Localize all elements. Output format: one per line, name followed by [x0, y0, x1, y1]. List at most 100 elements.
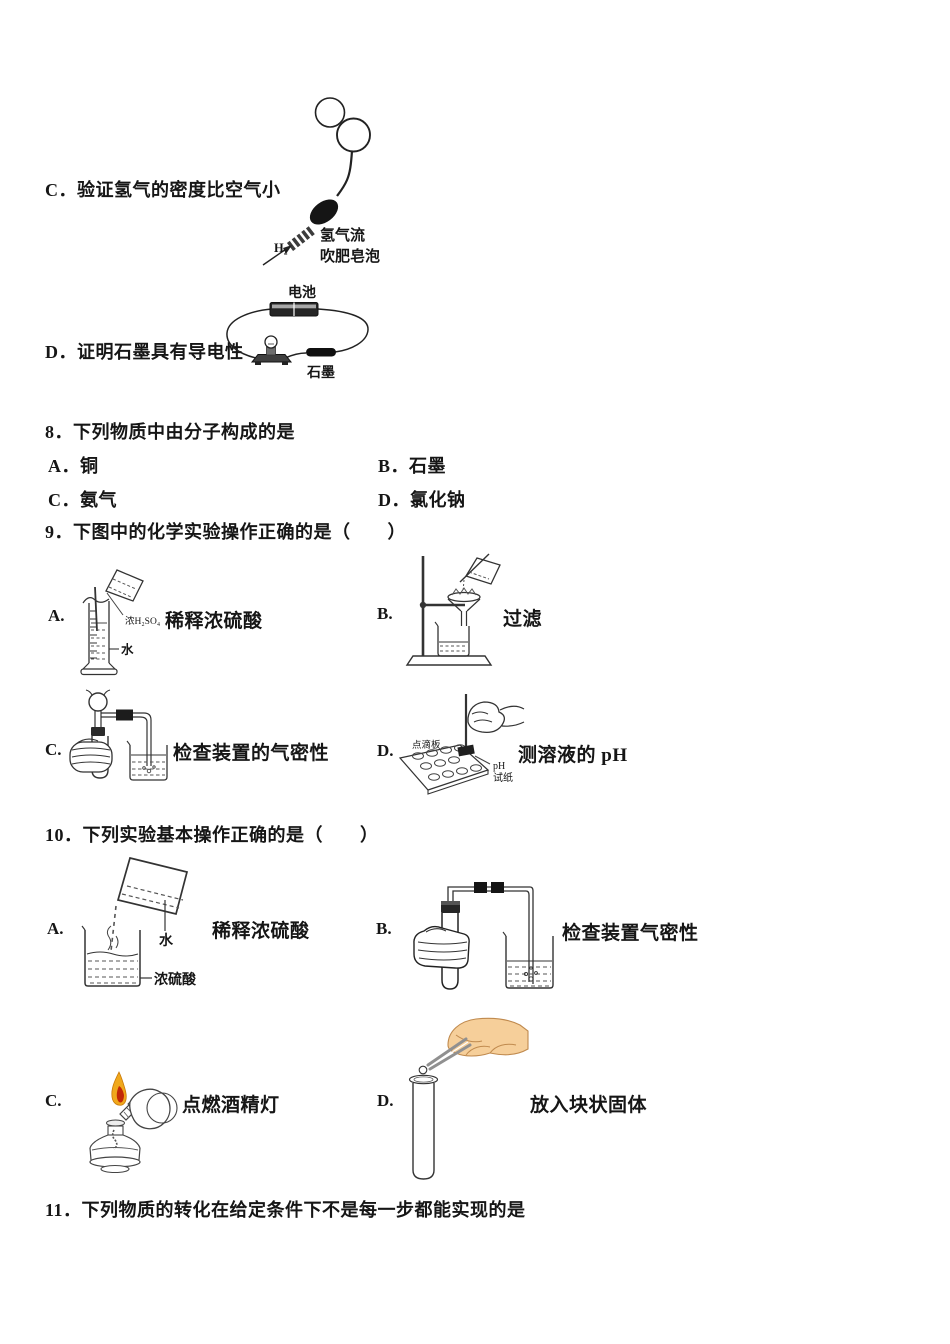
light-bulb: [250, 335, 293, 365]
ph-paper-leader: [474, 755, 491, 765]
bubble-caption-line2: 吹肥皂泡: [320, 247, 380, 265]
q8-option-a-text: 铜: [80, 456, 99, 476]
clasping-hand: [413, 925, 470, 969]
question-9-text: 下图中的化学实验操作正确的是（ ）: [73, 522, 406, 542]
water-beaker: [126, 740, 168, 781]
flask-bulb-and-tube: [85, 689, 152, 766]
stopper: [441, 901, 460, 913]
bubble-caption-line1: 氢气流: [320, 226, 365, 244]
battery-label: 电池: [288, 284, 316, 301]
q8-option-a: A．铜: [48, 452, 99, 478]
q8-option-c-letter: C．: [48, 490, 80, 510]
graphite-label: 石墨: [306, 365, 335, 381]
option-c-line: C．验证氢气的密度比空气小: [45, 176, 281, 202]
q10-option-c-letter: C.: [45, 1091, 62, 1110]
water-label: 水: [159, 932, 174, 949]
q8-option-a-letter: A．: [48, 456, 80, 476]
question-11: 11．下列物质的转化在给定条件下不是每一步都能实现的是: [45, 1196, 526, 1222]
q10c-alcohol-lamp-figure: [89, 1071, 178, 1174]
soap-bubbles: [314, 97, 371, 153]
option-c-letter: C．: [45, 180, 77, 200]
hand-with-tweezers: [426, 1017, 529, 1071]
graphite-circuit-figure: 电池 石墨: [226, 284, 369, 381]
q8-option-b-text: 石墨: [409, 456, 447, 476]
q10-option-a-letter: A.: [47, 919, 64, 938]
spot-plate-label: 点滴板: [412, 739, 441, 751]
question-10: 10．下列实验基本操作正确的是（ ）: [45, 821, 379, 847]
q8-option-c-text: 氨气: [80, 490, 117, 510]
battery: [269, 302, 319, 317]
h2-arrow: [262, 245, 292, 266]
question-10-text: 下列实验基本操作正确的是（ ）: [82, 825, 379, 845]
delivery-tube: [447, 882, 534, 984]
lower-lamp: [89, 1119, 141, 1174]
q8-option-d: D．氯化钠: [378, 486, 466, 512]
receiving-beaker: [434, 621, 470, 657]
pouring-water-beaker: [110, 856, 189, 952]
q10-option-d-caption: 放入块状固体: [530, 1095, 648, 1116]
question-11-number: 11．: [45, 1200, 82, 1220]
concentrated-acid-label: 浓H₂SO₄: [125, 615, 160, 627]
q9-option-b-letter: B.: [377, 604, 393, 623]
option-c-text: 验证氢气的密度比空气小: [77, 180, 281, 200]
h2-gas-label: H₂: [274, 241, 288, 255]
q10-option-a-caption: 稀释浓硫酸: [212, 921, 310, 942]
q10d-add-solid-figure: [408, 1017, 529, 1180]
funnel: [447, 587, 481, 626]
graphite-rod: [306, 348, 336, 357]
pouring-beaker: [459, 553, 501, 593]
question-8-text: 下列物质中由分子构成的是: [73, 422, 295, 442]
q9a-dilution-figure: 浓H₂SO₄ 水: [80, 569, 160, 676]
q9d-ph-test-figure: 点滴板 pH 试纸: [398, 694, 525, 795]
question-10-number: 10．: [45, 825, 83, 845]
acid-beaker: [81, 925, 152, 987]
spot-plate: [398, 744, 490, 795]
q10b-airtightness-figure: [413, 882, 554, 990]
q8-option-c: C．氨气: [48, 486, 117, 512]
flame: [111, 1071, 127, 1106]
q8-option-d-letter: D．: [378, 490, 410, 510]
ph-paper-pad: [457, 744, 475, 757]
q8-option-b: B．石墨: [378, 452, 446, 478]
q10-option-b-letter: B.: [376, 919, 392, 938]
q9-option-a-caption: 稀释浓硫酸: [165, 611, 263, 632]
q9b-filtration-figure: [405, 553, 501, 666]
option-d-text: 证明石墨具有导电性: [77, 342, 244, 362]
q9-option-a-letter: A.: [48, 606, 65, 625]
q9-option-d-letter: D.: [377, 741, 394, 760]
q8-option-b-letter: B．: [378, 456, 410, 476]
q9c-airtightness-figure: [69, 689, 168, 781]
q8-option-d-text: 氯化钠: [410, 490, 466, 510]
water-label: 水: [121, 642, 134, 657]
hydrogen-soap-bubble-figure: H₂ 氢气流 吹肥皂泡: [262, 97, 380, 266]
ph-paper-label-line1: pH: [493, 761, 505, 772]
tilted-lamp: [119, 1088, 178, 1130]
acid-label: 浓硫酸: [154, 971, 197, 988]
solid-lump: [418, 1065, 428, 1075]
option-d-letter: D．: [45, 342, 77, 362]
question-8: 8．下列物质中由分子构成的是: [45, 418, 295, 444]
rubber-stopper: [91, 727, 105, 736]
q10-option-b-caption: 检查装置气密性: [562, 923, 699, 944]
q9-option-b-caption: 过滤: [503, 609, 543, 630]
holding-hand: [69, 738, 113, 773]
question-8-number: 8．: [45, 422, 73, 442]
question-9: 9．下图中的化学实验操作正确的是（ ）: [45, 518, 406, 544]
pouring-beaker: [105, 569, 144, 616]
water-beaker: [502, 931, 554, 989]
q9-option-d-caption: 测溶液的 pH: [518, 745, 628, 766]
bubble-tube: [286, 150, 354, 251]
ph-paper-label-line2: 试纸: [493, 771, 513, 784]
q10-option-d-letter: D.: [377, 1091, 394, 1110]
question-9-number: 9．: [45, 522, 73, 542]
q9-option-c-caption: 检查装置的气密性: [173, 743, 330, 764]
q9-option-c-letter: C.: [45, 740, 62, 759]
option-d-line: D．证明石墨具有导电性: [45, 338, 244, 364]
q10-option-c-caption: 点燃酒精灯: [182, 1095, 280, 1116]
q10a-dilution-figure: 水 浓硫酸: [81, 856, 197, 988]
ring-stand: [405, 556, 493, 666]
test-tube: [408, 1074, 439, 1180]
question-11-text: 下列物质的转化在给定条件下不是每一步都能实现的是: [81, 1200, 526, 1220]
graduated-cylinder: [80, 586, 119, 676]
